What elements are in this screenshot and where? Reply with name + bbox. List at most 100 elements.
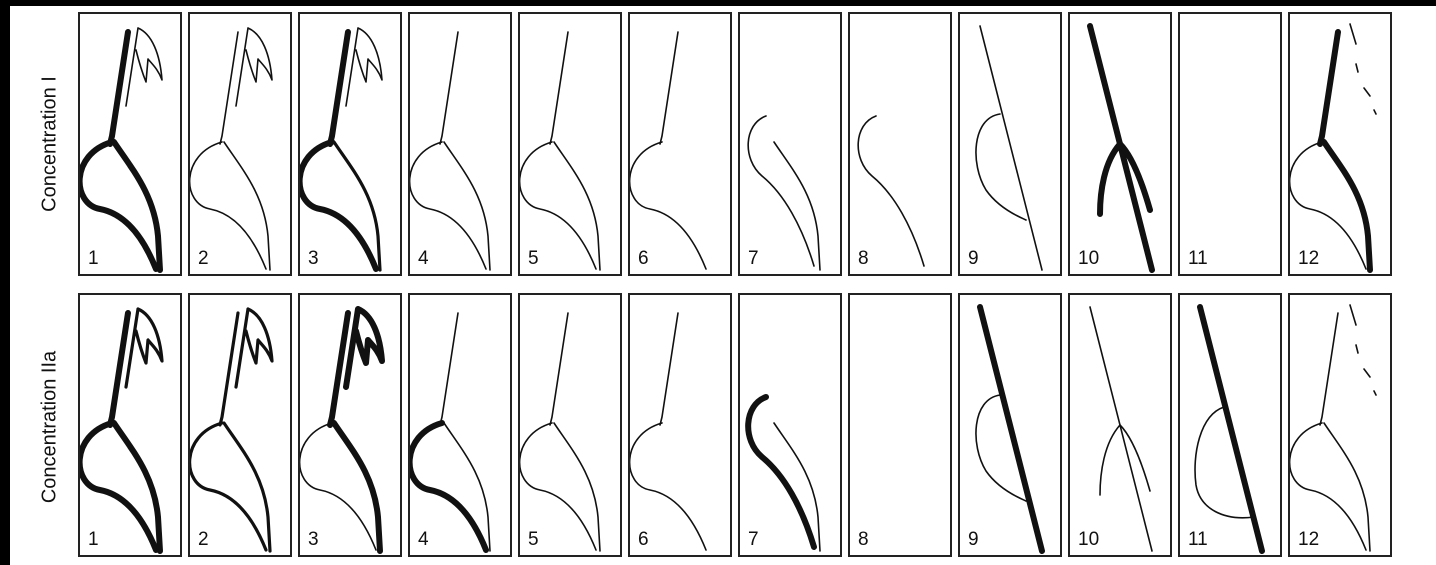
panel-number: 5 [528, 529, 539, 551]
stroke-diag [1090, 307, 1152, 551]
stroke-tail [334, 142, 380, 270]
stroke-neck [1320, 313, 1338, 425]
panel-r1-11: 11 [1178, 12, 1282, 276]
panel-number: 9 [968, 529, 979, 551]
panel-r2-3: 3 [298, 293, 402, 557]
motion-trace [520, 14, 620, 274]
stroke-tail [554, 142, 600, 270]
motion-trace [410, 295, 510, 555]
stroke-neck [550, 313, 568, 425]
motion-trace [960, 295, 1060, 555]
motion-trace [190, 14, 290, 274]
stroke-bigloop [1195, 407, 1254, 518]
stroke-tail [774, 423, 820, 551]
panel-r2-2: 2 [188, 293, 292, 557]
stroke-branch [1100, 425, 1150, 495]
panel-number: 2 [198, 248, 209, 270]
motion-trace [80, 295, 180, 555]
stroke-tail [444, 142, 490, 270]
panel-number: 12 [1298, 529, 1319, 551]
stroke-head [858, 116, 924, 266]
motion-trace [630, 295, 730, 555]
stroke-tail [114, 142, 160, 270]
panel-r1-6: 6 [628, 12, 732, 276]
panel-r1-1: 1 [78, 12, 182, 276]
motion-trace [740, 14, 840, 274]
stroke-diag [1200, 307, 1262, 551]
motion-trace [520, 295, 620, 555]
stroke-head [748, 397, 814, 547]
panel-number: 5 [528, 248, 539, 270]
stroke-diag [980, 26, 1042, 270]
row-label-concentration-iia: Concentration IIa [39, 351, 62, 503]
stroke-neck [1320, 32, 1338, 144]
stroke-neck [440, 313, 458, 425]
panel-r2-10: 10 [1068, 293, 1172, 557]
panel-number: 4 [418, 529, 429, 551]
stroke-neck [330, 313, 348, 425]
stroke-neck [110, 313, 128, 425]
row-label-concentration-i: Concentration I [39, 76, 62, 212]
panel-number: 7 [748, 529, 759, 551]
stroke-cap [236, 28, 272, 106]
motion-trace [1070, 295, 1170, 555]
panel-r2-1: 1 [78, 293, 182, 557]
motion-trace [850, 295, 950, 555]
stroke-head [748, 116, 814, 266]
stroke-cap [346, 309, 382, 387]
panel-number: 10 [1078, 248, 1099, 270]
panel-r1-9: 9 [958, 12, 1062, 276]
panel-number: 2 [198, 529, 209, 551]
stroke-tail [334, 423, 380, 551]
panel-number: 7 [748, 248, 759, 270]
panel-number: 1 [88, 248, 99, 270]
motion-trace [960, 14, 1060, 274]
panel-number: 6 [638, 248, 649, 270]
motion-trace [190, 295, 290, 555]
stroke-neck [440, 32, 458, 144]
panel-r1-4: 4 [408, 12, 512, 276]
motion-trace [1180, 14, 1280, 274]
stroke-cap [346, 28, 382, 106]
stroke-neck [660, 313, 678, 425]
motion-trace [410, 14, 510, 274]
panel-number: 11 [1188, 248, 1208, 270]
stroke-tail [1324, 142, 1370, 270]
panel-r1-5: 5 [518, 12, 622, 276]
panel-r1-7: 7 [738, 12, 842, 276]
panel-r2-8: 8 [848, 293, 952, 557]
stroke-tail [224, 142, 270, 270]
stroke-cap [126, 309, 162, 387]
stroke-tail [114, 423, 160, 551]
panel-r2-5: 5 [518, 293, 622, 557]
stroke-cap [126, 28, 162, 106]
motion-trace [740, 295, 840, 555]
stroke-tail [554, 423, 600, 551]
panel-number: 11 [1188, 529, 1208, 551]
motion-trace [1070, 14, 1170, 274]
panel-number: 1 [88, 529, 99, 551]
motion-trace [300, 14, 400, 274]
stroke-tail [444, 423, 490, 551]
stroke-dash [1350, 24, 1376, 114]
panel-number: 8 [858, 529, 869, 551]
motion-trace [1290, 14, 1390, 274]
stroke-neck [220, 32, 238, 144]
panel-number: 8 [858, 248, 869, 270]
panel-r1-3: 3 [298, 12, 402, 276]
panel-number: 4 [418, 248, 429, 270]
stroke-tail [1324, 423, 1370, 551]
panel-r2-6: 6 [628, 293, 732, 557]
motion-trace [80, 14, 180, 274]
panel-number: 6 [638, 529, 649, 551]
panel-r2-12: 12 [1288, 293, 1392, 557]
stroke-loop [976, 114, 1026, 220]
stroke-neck [550, 32, 568, 144]
motion-trace [630, 14, 730, 274]
stroke-neck [110, 32, 128, 144]
panel-r1-12: 12 [1288, 12, 1392, 276]
panel-number: 9 [968, 248, 979, 270]
stroke-cap [236, 309, 272, 387]
motion-trace [1290, 295, 1390, 555]
